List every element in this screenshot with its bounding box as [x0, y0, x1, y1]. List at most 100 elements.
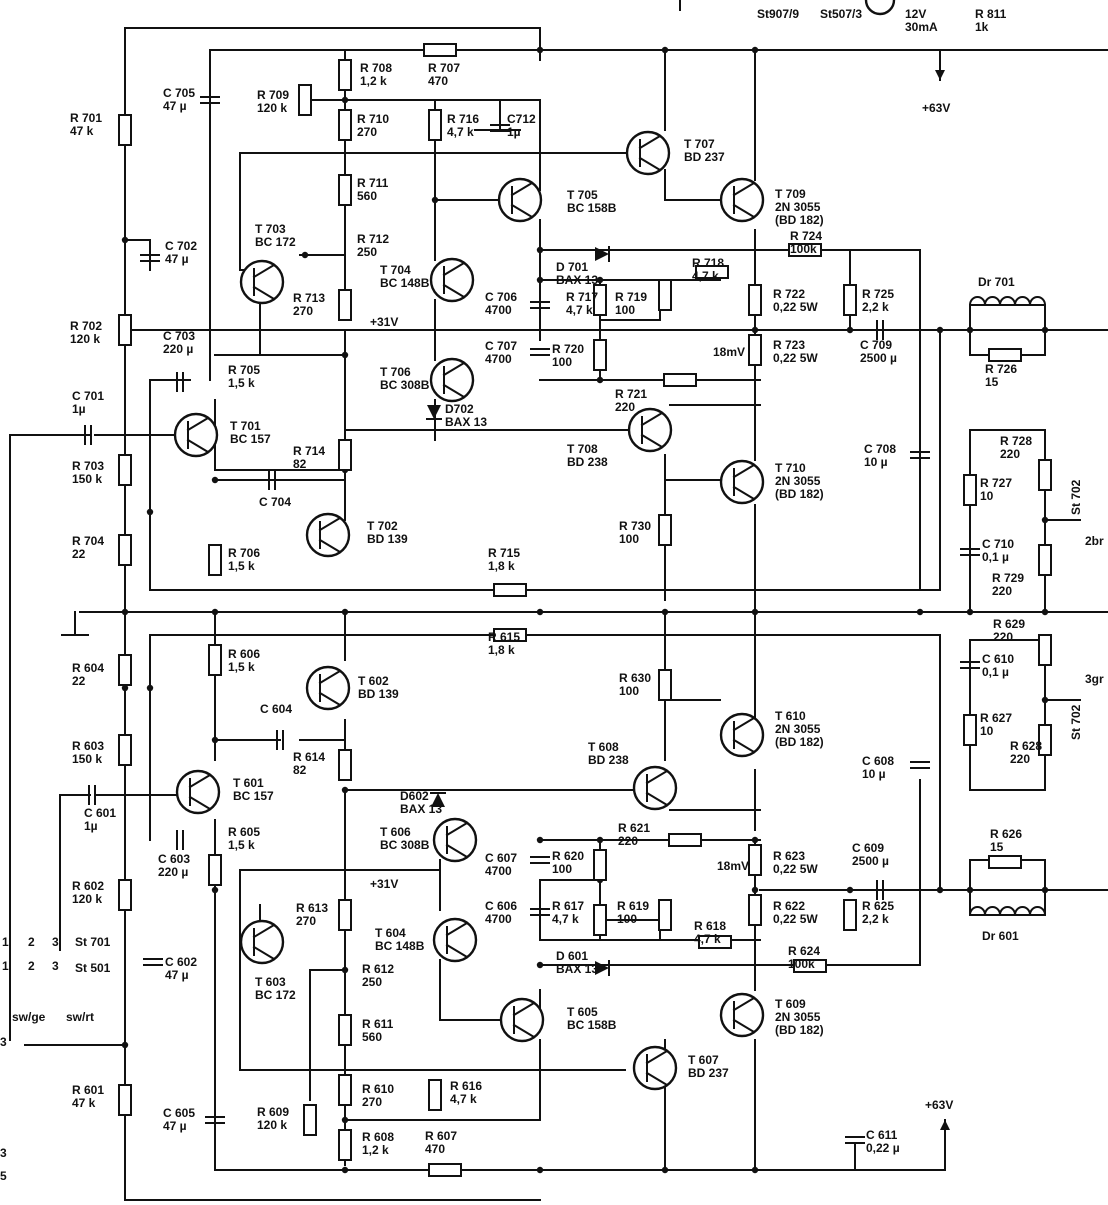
- resistor-body: [748, 844, 762, 876]
- r-618-label: R 618: [694, 919, 726, 933]
- t-701-label: T 701: [230, 419, 261, 433]
- r-730-label: 100: [619, 532, 639, 546]
- transistor-body: [625, 130, 671, 176]
- c-702-label: C 702: [165, 239, 197, 253]
- transistor-lead: [732, 485, 756, 501]
- junction-dot: [341, 786, 349, 794]
- resistor-body: [695, 265, 729, 279]
- c-706-label: C 706: [485, 290, 517, 304]
- resistor-body: [428, 1079, 442, 1111]
- components: [84, 0, 1052, 1177]
- resistor-body: [748, 334, 762, 366]
- junction-dot: [341, 608, 349, 616]
- resistor-body: [593, 904, 607, 936]
- transistor-lead: [732, 463, 756, 479]
- t-605-label: T 605: [567, 1005, 598, 1019]
- t-709-label: T 709: [775, 187, 806, 201]
- r-604-label: 22: [72, 674, 86, 688]
- junction-dot: [146, 508, 154, 516]
- r-619-label: 100: [617, 912, 637, 926]
- transistor-lead: [252, 945, 276, 961]
- r-719-label: 100: [615, 303, 635, 317]
- r-602-label: 120 k: [72, 892, 102, 906]
- resistor-body: [338, 439, 352, 471]
- junction-dot: [1041, 516, 1049, 524]
- resistor-body: [338, 59, 352, 91]
- supply-arrow-icon: [935, 70, 945, 80]
- r-615-label: 1,8 k: [488, 643, 515, 657]
- c-706-label: 4700: [485, 303, 512, 317]
- resistor-body: [748, 284, 762, 316]
- c-701-label: 1µ: [72, 402, 86, 416]
- junction-dot: [341, 96, 349, 104]
- resistor-body: [658, 899, 672, 931]
- resistor-body: [698, 935, 732, 949]
- resistor-body: [118, 879, 132, 911]
- resistor-body: [988, 855, 1022, 869]
- resistor-body: [843, 899, 857, 931]
- transistor-body: [719, 459, 765, 505]
- c-610-label: 0,1 µ: [982, 665, 1009, 679]
- junction-dot: [146, 684, 154, 692]
- c-601-label: C 601: [84, 806, 116, 820]
- r-620-label: R 620: [552, 849, 584, 863]
- transistor-lead: [732, 738, 756, 754]
- diode-symbol: [595, 246, 610, 262]
- resistor-body: [118, 314, 132, 346]
- r-608-label: R 608: [362, 1130, 394, 1144]
- r-605-label: R 605: [228, 825, 260, 839]
- c-603-label: C 603: [158, 852, 190, 866]
- r-714-label: 82: [293, 457, 307, 471]
- wire-color-label: sw/ge: [12, 1010, 46, 1024]
- junction-dot: [751, 608, 759, 616]
- transistor-lead: [510, 203, 534, 219]
- t-710-label: (BD 182): [775, 487, 824, 501]
- r-624-label: R 624: [788, 944, 820, 958]
- d-601-label: D 601: [556, 949, 588, 963]
- r-618-label: 4,7 k: [694, 932, 721, 946]
- r-720-label: 100: [552, 355, 572, 369]
- supply-upper-label: +63V: [922, 101, 950, 115]
- r-628-label: 220: [1010, 752, 1030, 766]
- r-724-label: R 724: [790, 229, 822, 243]
- t-607-label: T 607: [688, 1053, 719, 1067]
- r-629-label: R 629: [993, 617, 1025, 631]
- transistor-body: [719, 992, 765, 1038]
- junction-dot: [341, 351, 349, 359]
- resistor-body: [963, 714, 977, 746]
- supply-arrow-icon: [940, 1120, 950, 1130]
- t-602-label: BD 139: [358, 687, 399, 701]
- r-604-label: R 604: [72, 661, 104, 675]
- transistor-lead: [645, 791, 669, 807]
- output-label: 3gr: [1085, 672, 1104, 686]
- t-709-label: (BD 182): [775, 213, 824, 227]
- t-610-label: 2N 3055: [775, 722, 821, 736]
- t-702-label: BD 139: [367, 532, 408, 546]
- t-708-label: T 708: [567, 442, 598, 456]
- junction-dot: [936, 326, 944, 334]
- resistor-body: [338, 109, 352, 141]
- transistor-body: [305, 512, 351, 558]
- r-621-label: R 621: [618, 821, 650, 835]
- transistor-lead: [512, 1023, 536, 1039]
- c-708-label: C 708: [864, 442, 896, 456]
- c-606-label: 4700: [485, 912, 512, 926]
- r-614-label: 82: [293, 763, 307, 777]
- c-705-label: 47 µ: [163, 99, 187, 113]
- r-713-label: 270: [293, 304, 313, 318]
- transistor-lead: [510, 181, 534, 197]
- resistor-body: [118, 734, 132, 766]
- r-623-label: R 623: [773, 849, 805, 863]
- c-608-label: C 608: [862, 754, 894, 768]
- lamp-rating-label: 12V: [905, 7, 926, 21]
- transistor-lead: [318, 516, 342, 532]
- transistor-body: [719, 712, 765, 758]
- resistor-body: [658, 514, 672, 546]
- c-611-label: C 611: [866, 1128, 898, 1142]
- connector-pin-label: 2: [28, 959, 35, 973]
- resistor-body: [338, 174, 352, 206]
- t-606-label: T 606: [380, 825, 411, 839]
- transistor-lead: [252, 263, 276, 279]
- d-602-label: D602: [400, 789, 429, 803]
